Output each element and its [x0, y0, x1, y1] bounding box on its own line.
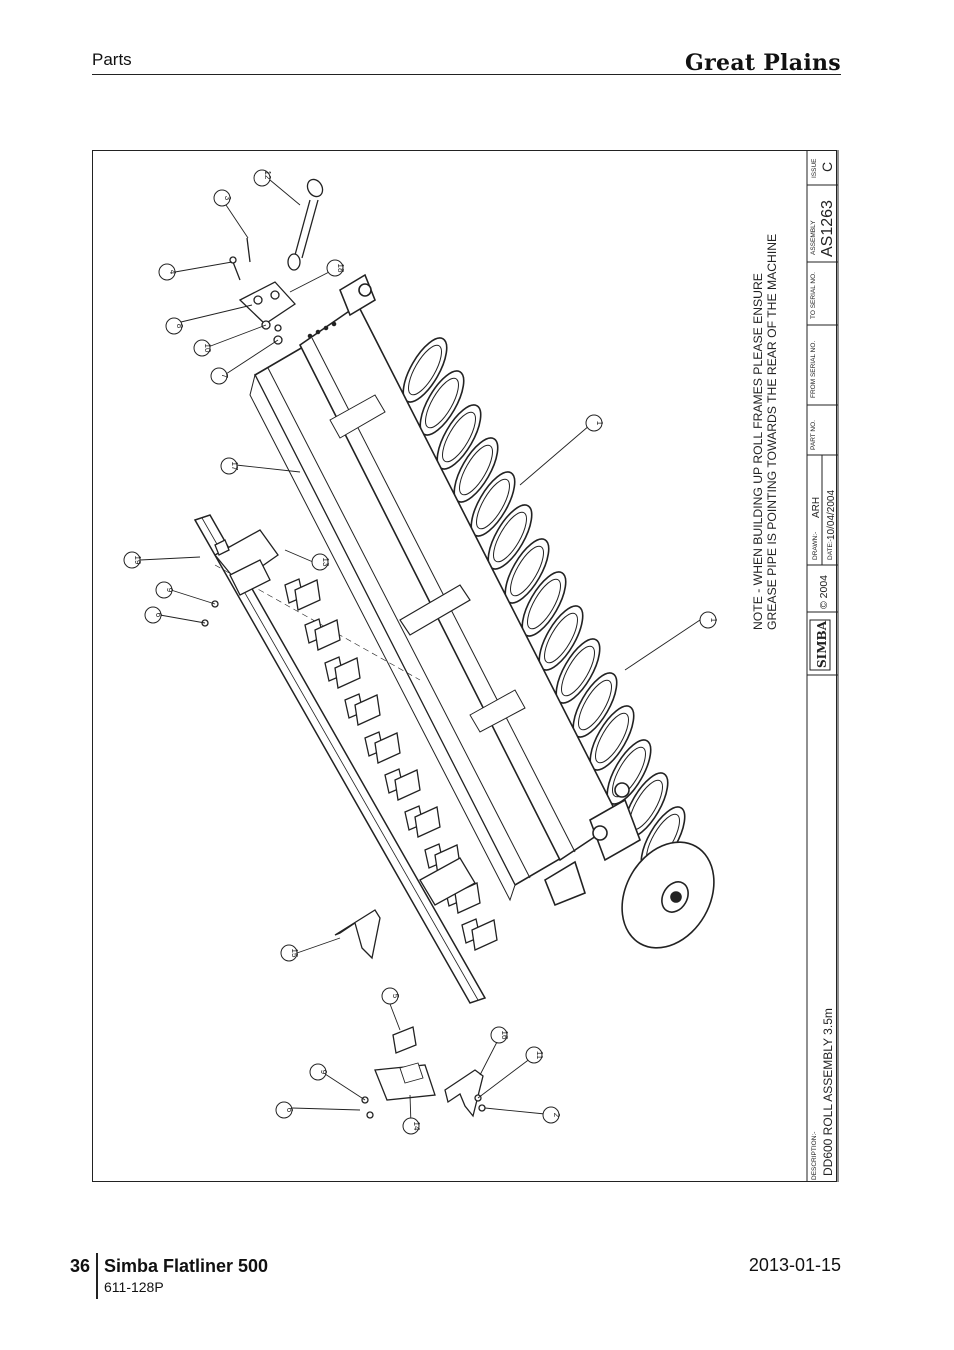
svg-text:7: 7: [220, 374, 229, 379]
svg-text:17: 17: [230, 462, 239, 471]
svg-text:6: 6: [154, 613, 163, 618]
svg-text:13: 13: [321, 558, 330, 567]
svg-text:SIMBA: SIMBA: [815, 620, 829, 668]
drawn-label: DRAWN:-: [812, 532, 819, 560]
svg-text:12: 12: [263, 171, 272, 180]
svg-text:14: 14: [412, 1122, 421, 1131]
svg-text:1: 1: [595, 421, 604, 426]
footer-divider: [96, 1253, 98, 1299]
page-number: 36: [70, 1256, 91, 1276]
svg-text:8: 8: [175, 324, 184, 329]
description-value: DD600 ROLL ASSEMBLY 3.5m: [821, 1008, 835, 1176]
callout-12: 12: [253, 169, 272, 187]
note-line-2: GREASE PIPE IS POINTING TOWARDS THE REAR…: [765, 234, 779, 630]
callout-5: 5: [381, 987, 400, 1005]
simba-logo: SIMBA: [809, 619, 831, 671]
callouts: 12 3 4 18 8 10 7 17 1 1 19 13 9 6 15 5 1…: [123, 169, 718, 1135]
callout-13: 13: [311, 553, 330, 571]
header-rule: [92, 74, 841, 75]
svg-text:11: 11: [535, 1051, 544, 1060]
roll-frame: [249, 273, 641, 907]
callout-7: 7: [210, 367, 229, 385]
svg-text:10: 10: [203, 344, 212, 353]
callout-3: 3: [213, 189, 232, 207]
from-serial-label: FROM SERIAL NO.: [810, 341, 817, 398]
callout-18: 18: [326, 259, 345, 277]
svg-text:4: 4: [168, 270, 177, 275]
manual-title: Simba Flatliner 500: [104, 1256, 269, 1276]
tine-bar: [193, 514, 487, 1004]
svg-text:9: 9: [165, 588, 174, 593]
svg-text:15: 15: [290, 949, 299, 958]
part-no-label: PART NO.: [810, 420, 817, 450]
note-line-1: NOTE - WHEN BUILDING UP ROLL FRAMES PLEA…: [751, 273, 765, 630]
issue-label: ISSUE: [811, 158, 818, 178]
svg-text:9: 9: [319, 1070, 328, 1075]
callout-14: 14: [402, 1117, 421, 1135]
svg-text:1: 1: [709, 618, 718, 623]
copyright-text: © 2004: [818, 575, 830, 609]
date-label: DATE:-: [827, 539, 834, 560]
assembly-value: AS1263: [819, 200, 836, 257]
callout-1-upper: 1: [585, 414, 604, 432]
brand-logo: Great Plains: [685, 50, 841, 76]
drawn-value: ARH: [811, 497, 822, 518]
headstock-assembly: [229, 178, 324, 345]
header-section: Parts: [92, 50, 132, 69]
callout-11: 11: [525, 1046, 544, 1064]
svg-text:5: 5: [391, 994, 400, 999]
leader-lines: [139, 179, 701, 1126]
callout-17: 17: [220, 457, 239, 475]
callout-6-upper: 6: [144, 606, 163, 624]
callout-8: 8: [165, 317, 184, 335]
to-serial-label: TO SERIAL NO.: [810, 272, 817, 319]
date-value: 10/04/2004: [826, 490, 837, 540]
callout-6-lower: 6: [275, 1101, 294, 1119]
svg-text:6: 6: [285, 1108, 294, 1113]
svg-text:3: 3: [223, 196, 232, 201]
loose-parts: [201, 600, 486, 1119]
callout-16: 16: [490, 1026, 509, 1044]
svg-text:18: 18: [336, 264, 345, 273]
tine-brackets: [214, 529, 498, 951]
manual-code: 611-128P: [104, 1279, 164, 1295]
assembly-label: ASSEMBLY: [810, 220, 817, 255]
callout-10: 10: [193, 339, 212, 357]
description-label: DESCRIPTION:-: [811, 1132, 818, 1180]
drawing-frame: [92, 150, 837, 1182]
callout-4: 4: [158, 263, 177, 281]
callout-9-lower: 9: [309, 1063, 328, 1081]
svg-text:2: 2: [552, 1113, 561, 1118]
issue-value: C: [819, 162, 835, 172]
title-block: [806, 150, 839, 1182]
callout-15: 15: [280, 944, 299, 962]
callout-2: 2: [542, 1106, 561, 1124]
roller-rings: [402, 337, 715, 949]
svg-text:19: 19: [133, 556, 142, 565]
svg-text:16: 16: [500, 1031, 509, 1040]
callout-19: 19: [123, 551, 142, 569]
publication-date: 2013-01-15: [748, 1255, 841, 1275]
callout-1-lower: 1: [699, 611, 718, 629]
callout-9-upper: 9: [155, 581, 174, 599]
